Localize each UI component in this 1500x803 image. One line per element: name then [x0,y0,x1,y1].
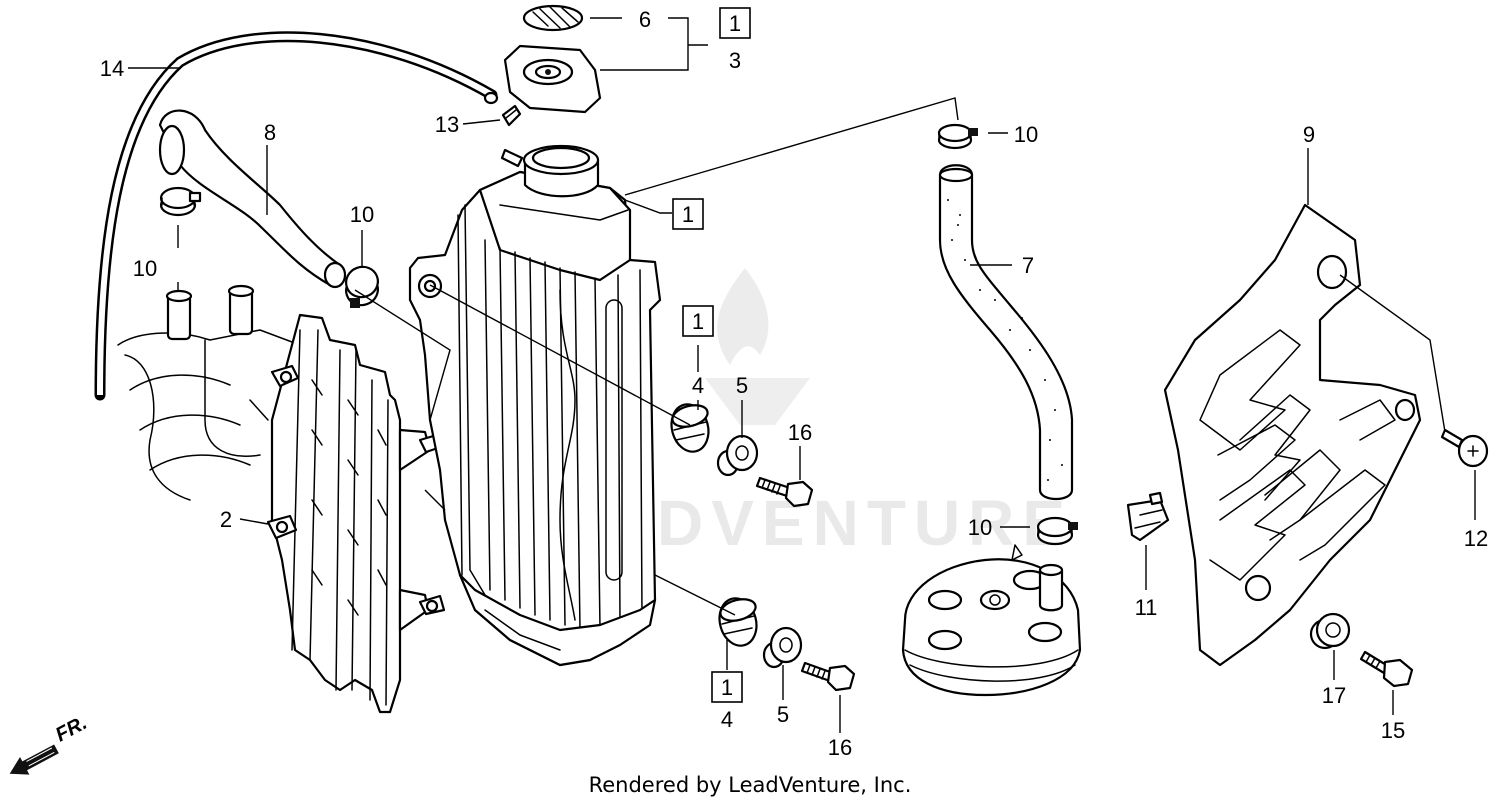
callout-16-lower: 16 [828,735,852,760]
callout-9: 9 [1303,122,1315,147]
front-arrow-icon [9,744,59,775]
flange-bolt-lower [800,661,856,692]
callout-10-mid: 10 [350,202,374,227]
grommet-upper [670,403,710,453]
louver-bolt-upper [270,364,300,388]
callout-17: 17 [1322,683,1346,708]
callout-11: 11 [1135,595,1158,620]
louver-bolt-right-lower [418,594,446,616]
upper-radiator-hose [158,109,347,289]
louver-bolt-lower [266,514,298,540]
hose-clamp-bottom-right [1036,516,1078,546]
callout-1-mid: 1 [682,202,694,227]
callout-6: 6 [639,7,651,32]
shroud-spacer [1309,612,1351,650]
footer-credit: Rendered by LeadVenture, Inc. [589,773,912,797]
callout-1-top: 1 [729,11,741,36]
callout-box-1-top [719,7,751,39]
lower-radiator-hose [938,164,1074,501]
small-clip [501,104,522,127]
callout-10-bottom-right: 10 [968,515,992,540]
callout-5-upper: 5 [736,373,748,398]
callout-3: 3 [729,48,741,73]
front-label: FR. [52,712,91,747]
callout-10-left: 10 [133,256,157,281]
callout-10-top-right: 10 [1014,122,1038,147]
callout-8: 8 [264,120,276,145]
cap-seal [522,4,584,32]
hose-clamp-left [159,186,202,217]
callout-box-1-mid [672,198,704,230]
radiator [408,144,662,667]
shroud-screw [1440,428,1489,468]
hose-clamp-middle [345,265,379,308]
radiator-shroud [1163,203,1422,667]
radiator-cap [503,44,602,114]
callout-12: 12 [1464,526,1488,551]
collar-upper [716,434,759,477]
callout-14: 14 [100,56,124,81]
callout-box-1-bottom [711,671,743,703]
overflow-tube [94,31,499,401]
wire-clip [1126,491,1170,542]
shroud-bolt [1359,650,1414,688]
callout-box-1-grommet [682,305,714,337]
callout-2: 2 [220,507,232,532]
cylinder-head [901,544,1082,697]
flange-bolt-upper [755,476,814,508]
hose-clamp-top-right [937,123,978,150]
grommet-lower [718,597,758,647]
callout-4-upper: 4 [692,373,704,398]
callout-5-lower: 5 [777,702,789,727]
front-direction-indicator: FR. [9,712,91,775]
callout-1-grommet: 1 [692,309,704,334]
leader-lines [128,17,1476,733]
callout-16-upper: 16 [788,420,812,445]
callout-4-lower: 4 [721,707,733,732]
collar-lower [762,626,803,669]
engine-cylinder [117,284,301,501]
radiator-louver [270,313,432,714]
callouts: 1 6 3 14 13 8 10 10 1 10 7 9 1 4 5 16 2 … [100,7,1488,760]
callout-13: 13 [435,112,459,137]
callout-15: 15 [1381,718,1405,743]
callout-1-bottom: 1 [721,675,733,700]
callout-7: 7 [1022,253,1034,278]
